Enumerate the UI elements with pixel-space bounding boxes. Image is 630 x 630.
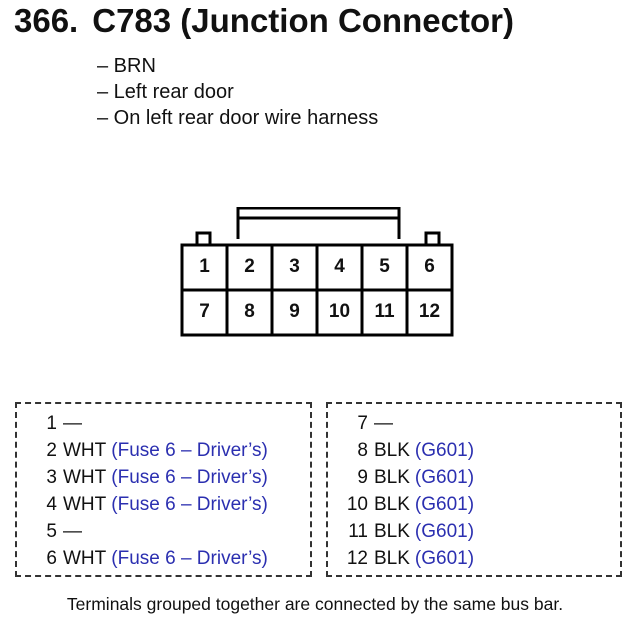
pin-label-6: 6 xyxy=(424,256,435,277)
wire-color: — xyxy=(63,520,82,542)
pin-cell-11 xyxy=(360,288,409,337)
connector-number: 366. xyxy=(14,2,79,39)
connector-outline xyxy=(180,207,454,337)
wire-destination-link[interactable]: (G601) xyxy=(414,493,475,515)
terminal-number: 11 xyxy=(348,520,368,542)
connector-left-tab xyxy=(195,231,212,244)
terminal-number: 2 xyxy=(46,439,57,461)
wire-destination-link[interactable]: (G601) xyxy=(414,466,475,488)
terminal-row: 10 BLK(G601) xyxy=(328,491,474,518)
wire-color: — xyxy=(63,412,82,434)
wire-destination-link[interactable]: (G601) xyxy=(414,547,475,569)
pin-label-1: 1 xyxy=(199,256,210,277)
terminal-row: 9 BLK(G601) xyxy=(328,464,474,491)
pin-cell-6 xyxy=(405,243,454,292)
wire-color: — xyxy=(374,412,393,434)
pin-label-9: 9 xyxy=(289,301,300,322)
wire-color: BLK xyxy=(374,466,410,488)
wire-destination-link[interactable]: (Fuse 6 – Driver’s) xyxy=(111,439,268,461)
pin-label-2: 2 xyxy=(244,256,255,277)
connector-cells xyxy=(180,243,454,337)
wire-destination-link[interactable]: (Fuse 6 – Driver’s) xyxy=(111,547,268,569)
wire-destination-link[interactable]: (G601) xyxy=(414,439,475,461)
note-location: – Left rear door xyxy=(97,81,234,103)
pin-label-11: 11 xyxy=(374,301,395,322)
wire-color: BLK xyxy=(374,547,410,569)
pin-label-12: 12 xyxy=(418,301,441,322)
wire-color: WHT xyxy=(63,547,107,569)
terminal-number: 5 xyxy=(46,520,57,542)
terminal-number: 6 xyxy=(46,547,57,569)
wire-color: BLK xyxy=(374,439,410,461)
terminal-row: 5— xyxy=(17,518,87,545)
terminal-number: 10 xyxy=(346,493,368,515)
terminal-row: 6 WHT(Fuse 6 – Driver’s) xyxy=(17,545,268,572)
pin-label-7: 7 xyxy=(199,301,210,322)
terminal-number: 12 xyxy=(346,547,368,569)
wire-color: WHT xyxy=(63,439,107,461)
wire-color: WHT xyxy=(63,466,107,488)
terminal-row: 1— xyxy=(17,410,87,437)
terminal-number: 7 xyxy=(357,412,368,434)
wire-color: BLK xyxy=(374,520,410,542)
bus-bar-note: Terminals grouped together are connected… xyxy=(66,594,564,614)
wire-color: WHT xyxy=(63,493,107,515)
terminal-number: 3 xyxy=(46,466,57,488)
terminal-row: 2 WHT(Fuse 6 – Driver’s) xyxy=(17,437,268,464)
pin-label-8: 8 xyxy=(244,301,255,322)
terminal-row: 12 BLK(G601) xyxy=(328,545,474,572)
terminal-number: 1 xyxy=(46,412,57,434)
pin-label-5: 5 xyxy=(379,256,390,277)
terminal-row: 8 BLK(G601) xyxy=(328,437,474,464)
pin-label-4: 4 xyxy=(334,256,345,277)
connector-right-tab xyxy=(424,231,441,244)
terminal-row: 7— xyxy=(328,410,398,437)
pin-cell-1 xyxy=(180,243,229,292)
wire-destination-link[interactable]: (G601) xyxy=(414,520,475,542)
note-harness: – On left rear door wire harness xyxy=(97,107,379,129)
wire-destination-link[interactable]: (Fuse 6 – Driver’s) xyxy=(111,493,268,515)
connector-title: 366. C783 (Junction Connector) xyxy=(14,2,514,40)
terminal-number: 8 xyxy=(357,439,368,461)
terminal-row: 11 BLK(G601) xyxy=(328,518,474,545)
wire-destination-link[interactable]: (Fuse 6 – Driver’s) xyxy=(111,466,268,488)
terminal-row: 3 WHT(Fuse 6 – Driver’s) xyxy=(17,464,268,491)
connector-notes: – BRN – Left rear door – On left rear do… xyxy=(97,53,378,131)
pin-cell-12 xyxy=(405,288,454,337)
connector-latch xyxy=(236,207,401,239)
pin-cell-10 xyxy=(315,288,364,337)
terminal-row: 4 WHT(Fuse 6 – Driver’s) xyxy=(17,491,268,518)
pin-label-10: 10 xyxy=(328,301,351,322)
connector-name: C783 (Junction Connector) xyxy=(92,2,514,39)
wire-color: BLK xyxy=(374,493,410,515)
terminal-number: 9 xyxy=(357,466,368,488)
terminal-number: 4 xyxy=(46,493,57,515)
pin-label-3: 3 xyxy=(289,256,300,277)
note-color: – BRN xyxy=(97,55,156,77)
